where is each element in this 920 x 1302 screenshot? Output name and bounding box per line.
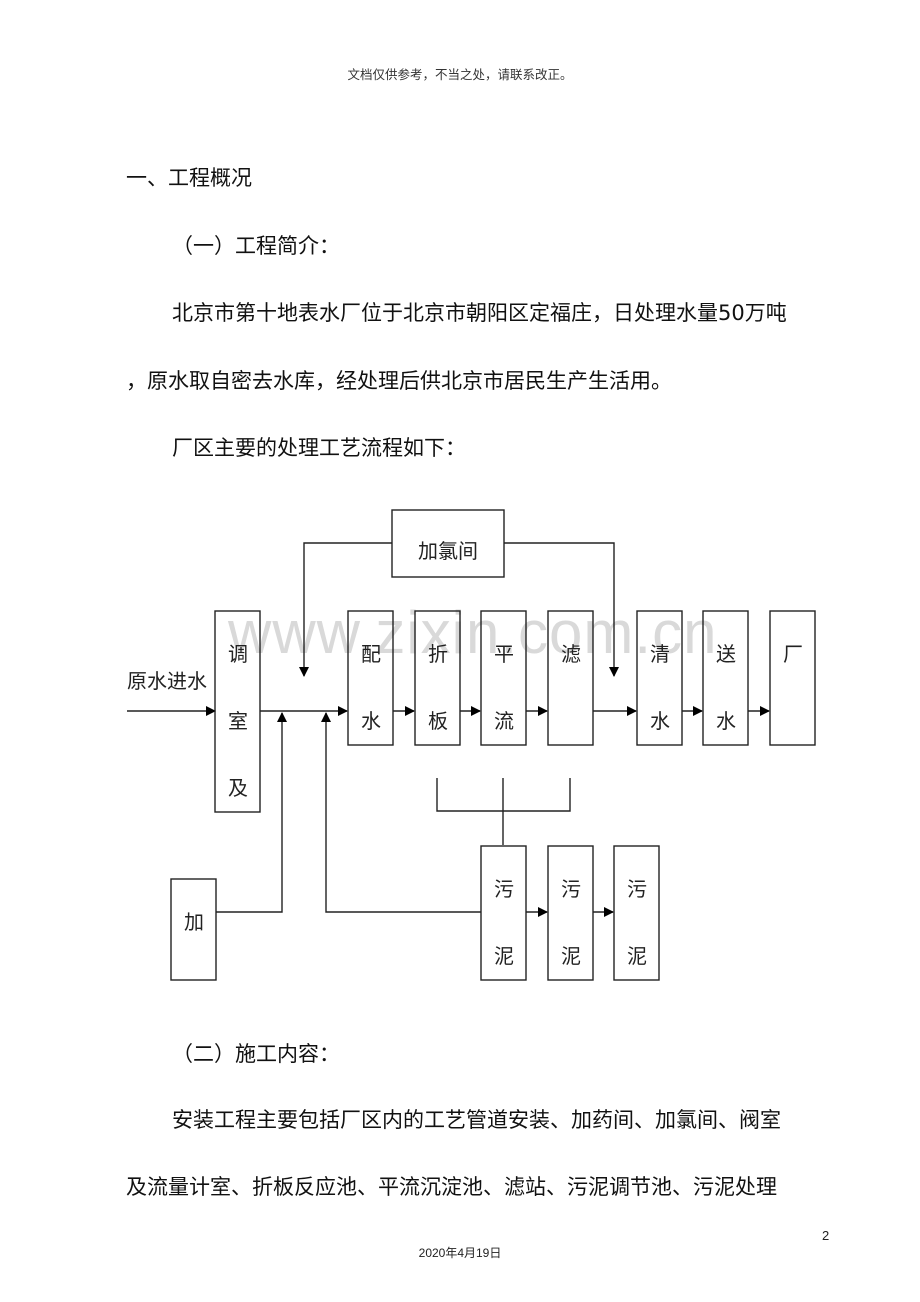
subsection-heading-intro: （一）工程简介： <box>172 234 340 258</box>
header-disclaimer: 文档仅供参考，不当之处，请联系改正。 <box>347 67 573 82</box>
node-folded-plate <box>414 610 461 746</box>
page-number: 2 <box>822 1228 830 1243</box>
node-filter <box>547 610 594 746</box>
connector-chlorine-left <box>299 542 392 677</box>
sludge3-label-2: 泥 <box>627 944 647 968</box>
sludge2-label-2: 泥 <box>561 944 581 968</box>
node-plant <box>769 610 816 746</box>
input-label: 原水进水 <box>127 669 207 693</box>
valve-label-3: 及 <box>228 776 248 800</box>
section-heading: 一、工程概况 <box>126 166 252 190</box>
node-pumping <box>702 610 749 746</box>
sludge3-label-1: 污 <box>627 877 647 901</box>
sludge1-label-1: 污 <box>494 877 514 901</box>
intro-paragraph-line1: 北京市第十地表水厂位于北京市朝阳区定福庄，日处理水量50万吨 <box>172 301 787 325</box>
sludge1-label-2: 泥 <box>494 944 514 968</box>
construction-paragraph-line1: 安装工程主要包括厂区内的工艺管道安装、加药间、加氯间、阀室 <box>172 1108 781 1132</box>
flow-intro-text: 厂区主要的处理工艺流程如下： <box>172 436 466 460</box>
footer-date: 2020年4月19日 <box>418 1246 502 1260</box>
node-horizontal-flow <box>480 610 527 746</box>
valve-label-2: 室 <box>228 709 248 733</box>
subsection-heading-construction: （二）施工内容： <box>172 1042 340 1066</box>
dosing-label: 加 <box>184 910 204 934</box>
distribution-label-2: 水 <box>361 709 381 733</box>
chlorine-label: 加氯间 <box>418 539 478 563</box>
folded-plate-label-1: 折 <box>428 642 448 666</box>
construction-paragraph-line2: 及流量计室、折板反应池、平流沉淀池、滤站、污泥调节池、污泥处理 <box>126 1175 777 1199</box>
pumping-label-1: 送 <box>716 642 736 666</box>
sludge2-label-1: 污 <box>561 877 581 901</box>
pumping-label-2: 水 <box>716 709 736 733</box>
connector-chlorine-right <box>504 542 619 677</box>
connector-sludge-return <box>321 712 481 913</box>
horizontal-flow-label-1: 平 <box>494 642 514 666</box>
horizontal-flow-label-2: 流 <box>494 709 514 733</box>
node-sludge-2 <box>547 845 594 981</box>
folded-plate-label-2: 板 <box>428 709 448 733</box>
connector-dosing <box>216 712 287 913</box>
node-clear-water <box>636 610 683 746</box>
node-sludge-1 <box>480 845 527 981</box>
clear-water-label-2: 水 <box>650 709 670 733</box>
node-distribution <box>347 610 394 746</box>
plant-label: 厂 <box>783 642 803 666</box>
node-sludge-3 <box>613 845 660 981</box>
distribution-label-1: 配 <box>361 642 381 666</box>
filter-label: 滤 <box>561 642 581 666</box>
valve-label-1: 调 <box>228 642 248 666</box>
node-valve-room <box>214 610 261 813</box>
node-dosing <box>170 878 217 981</box>
intro-paragraph-line2: ，原水取自密去水库，经处理后供北京市居民生产生活用。 <box>126 369 672 393</box>
clear-water-label-1: 清 <box>650 642 670 666</box>
node-chlorine-room <box>391 509 505 578</box>
